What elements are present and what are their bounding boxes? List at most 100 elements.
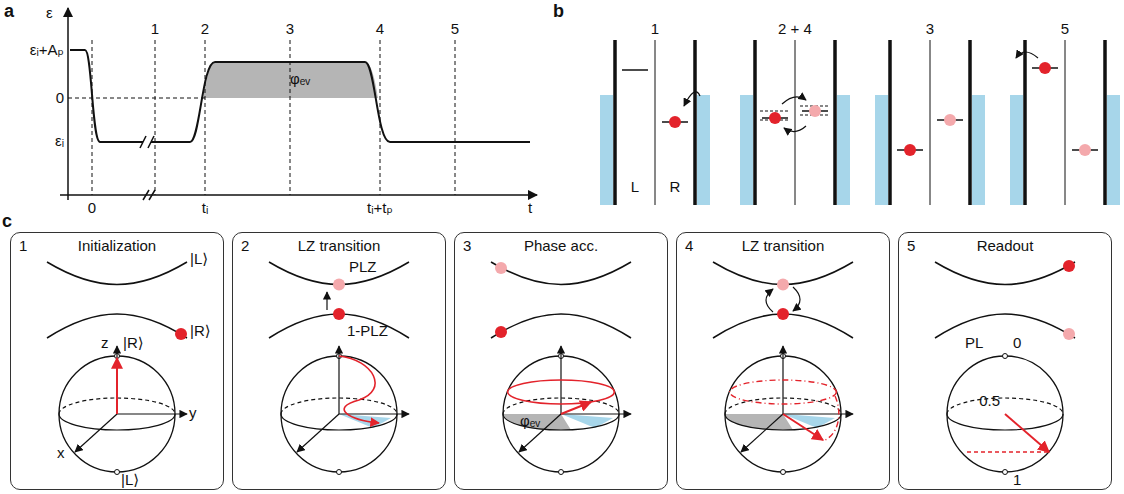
stroke — [116, 358, 118, 414]
barrier — [693, 40, 697, 205]
figure-label: t — [528, 199, 532, 217]
reservoir — [740, 95, 753, 205]
time-marker — [205, 40, 206, 195]
pulse-curve — [70, 50, 530, 142]
barrier — [1065, 40, 1066, 205]
stroke — [766, 289, 773, 312]
figure-label: 2 + 4 — [778, 20, 812, 38]
step-number: 5 — [907, 237, 915, 255]
figure-label: 5 — [1061, 20, 1069, 38]
figure-label: 5 — [451, 20, 459, 38]
figure-label: y — [189, 404, 197, 422]
figure-label: εᵢ+Aₚ — [30, 41, 64, 59]
stroke — [947, 414, 1063, 430]
time-axis — [60, 194, 537, 196]
figure-label: 2 — [201, 20, 209, 38]
step-number: 4 — [685, 237, 693, 255]
energy-level — [47, 262, 187, 285]
figure-label: x — [57, 444, 65, 462]
stroke — [281, 414, 397, 430]
step-number: 2 — [241, 237, 249, 255]
time-marker — [155, 40, 156, 195]
barrier — [888, 40, 892, 205]
step-number: 1 — [19, 237, 27, 255]
panel-letter: b — [553, 2, 564, 20]
stroke — [783, 414, 823, 440]
barrier — [753, 40, 757, 205]
energy-level — [491, 262, 631, 285]
stroke — [68, 98, 205, 99]
stroke — [760, 111, 790, 112]
reservoir — [972, 95, 985, 205]
stroke — [725, 414, 841, 430]
time-marker — [92, 40, 93, 195]
step-title: Readout — [899, 237, 1111, 255]
reservoir — [1107, 95, 1120, 205]
step-panel: 1Initialization — [10, 232, 224, 490]
reservoir — [600, 95, 613, 205]
step-title: Phase acc. — [455, 237, 667, 255]
stroke — [116, 346, 117, 414]
stroke — [825, 396, 839, 440]
stroke — [115, 470, 120, 475]
charge-dot — [333, 308, 345, 320]
figure-label: φₑᵥ — [290, 70, 310, 88]
figure-label: 3 — [926, 20, 934, 38]
stroke — [59, 414, 175, 430]
figure-label: |R⟩ — [190, 322, 211, 340]
charge-dot — [175, 328, 187, 340]
figure-label: 0 — [1013, 334, 1021, 352]
energy-level — [935, 262, 1075, 285]
stroke — [339, 356, 379, 423]
charge-dot — [669, 116, 681, 128]
figure-label: PL — [965, 334, 983, 352]
step-panel: 2LZ transition — [232, 232, 446, 490]
stroke — [149, 190, 155, 200]
barrier — [613, 40, 617, 205]
stroke — [339, 413, 409, 414]
step-number: 3 — [463, 237, 471, 255]
barrier — [1103, 40, 1107, 205]
stroke — [148, 136, 154, 148]
stroke — [782, 97, 806, 104]
stroke — [140, 136, 146, 148]
stroke — [1016, 52, 1038, 58]
step-panel: 4LZ transition — [676, 232, 890, 490]
stroke — [947, 398, 1063, 414]
figure-label: tᵢ+tₚ — [367, 199, 393, 217]
time-marker — [290, 40, 291, 195]
step-title: LZ transition — [233, 237, 445, 255]
energy-level — [491, 314, 631, 338]
figure-label: R — [670, 178, 681, 196]
charge-dot — [1039, 62, 1051, 74]
stroke — [561, 413, 631, 414]
barrier — [930, 40, 931, 205]
panel-letter: c — [2, 212, 12, 230]
stroke — [297, 414, 339, 452]
stroke — [784, 126, 806, 132]
figure-label: ε — [46, 4, 53, 22]
stroke — [561, 402, 591, 414]
stroke — [741, 414, 783, 452]
stroke — [781, 470, 786, 475]
bloch-sphere — [947, 356, 1063, 472]
charge-dot — [495, 326, 507, 338]
figure-label: 0.5 — [979, 392, 1000, 410]
barrier — [795, 40, 796, 205]
energy-level — [935, 314, 1075, 338]
step-panel: 5Readout — [898, 232, 1112, 490]
stroke — [783, 414, 835, 428]
charge-dot — [809, 105, 821, 117]
charge-dot — [777, 308, 789, 320]
barrier — [655, 40, 656, 205]
figure-label: |L⟩ — [190, 250, 208, 268]
reservoir — [697, 95, 710, 205]
reservoir — [875, 95, 888, 205]
charge-dot — [1079, 144, 1091, 156]
charge-dot — [904, 144, 916, 156]
charge-dot — [495, 262, 507, 274]
stroke — [559, 470, 564, 475]
stroke — [326, 292, 327, 310]
figure-label: 1 — [151, 20, 159, 38]
step-panel: 3Phase acc. — [454, 232, 668, 490]
